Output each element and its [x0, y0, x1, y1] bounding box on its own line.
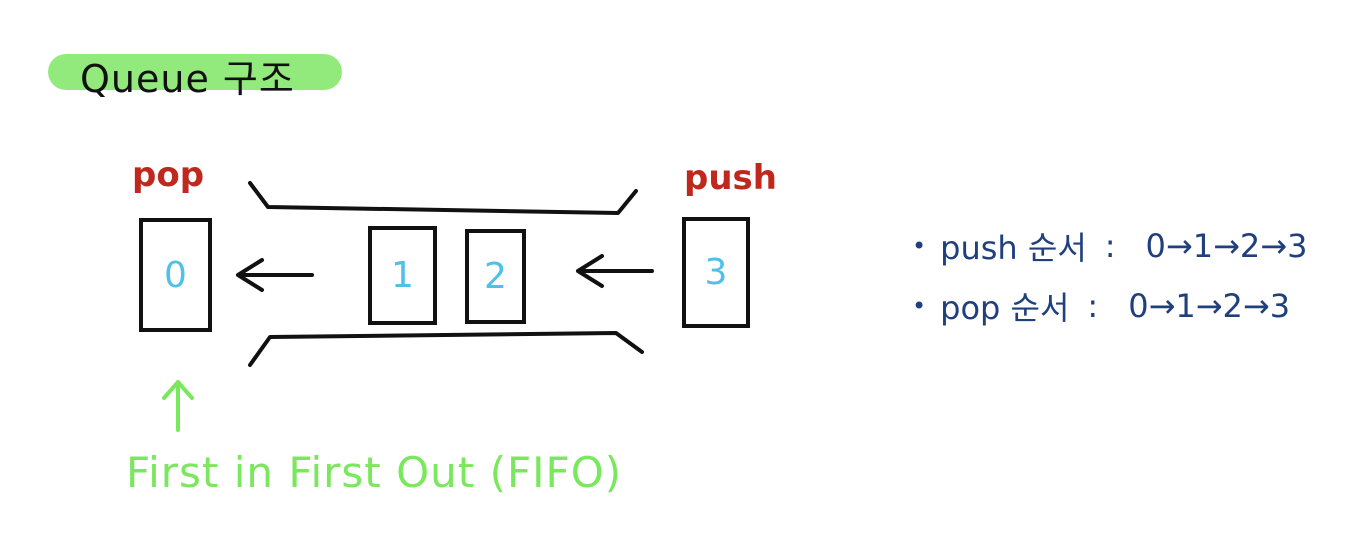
queue-item-value: 2	[484, 256, 507, 297]
note-sequence: 0→1→2→3	[1145, 227, 1308, 265]
queue-item-value: 0	[164, 254, 187, 296]
fifo-caption: First in First Out (FIFO)	[126, 448, 623, 497]
dequeue-arrow	[236, 258, 314, 292]
queue-item-value: 1	[391, 255, 414, 296]
order-notes: • push 순서 : 0→1→2→3 • pop 순서 : 0→1→2→3	[912, 224, 1307, 328]
queue-item-back: 3	[682, 217, 750, 328]
pop-label: pop	[132, 155, 205, 195]
queue-item-front: 0	[139, 218, 212, 332]
title-badge: Queue 구조	[48, 50, 342, 101]
pop-order-note: • pop 순서 : 0→1→2→3	[912, 284, 1307, 328]
enqueue-arrow	[576, 254, 654, 288]
queue-item: 1	[368, 226, 437, 325]
queue-bottom-wall	[248, 331, 644, 367]
queue-item: 2	[465, 229, 526, 324]
note-label: push 순서	[940, 229, 1087, 267]
note-label: pop 순서	[940, 289, 1070, 327]
queue-top-wall	[248, 181, 638, 215]
queue-item-value: 3	[704, 252, 728, 293]
note-sequence: 0→1→2→3	[1128, 287, 1291, 325]
note-colon: :	[1087, 287, 1099, 325]
page-title: Queue 구조	[80, 57, 295, 101]
fifo-pointer-arrow	[162, 380, 194, 432]
title-highlight	[48, 54, 342, 90]
bullet-icon: •	[912, 292, 927, 320]
note-colon: :	[1104, 227, 1116, 265]
push-label: push	[684, 158, 777, 198]
bullet-icon: •	[912, 232, 927, 260]
push-order-note: • push 순서 : 0→1→2→3	[912, 224, 1307, 268]
